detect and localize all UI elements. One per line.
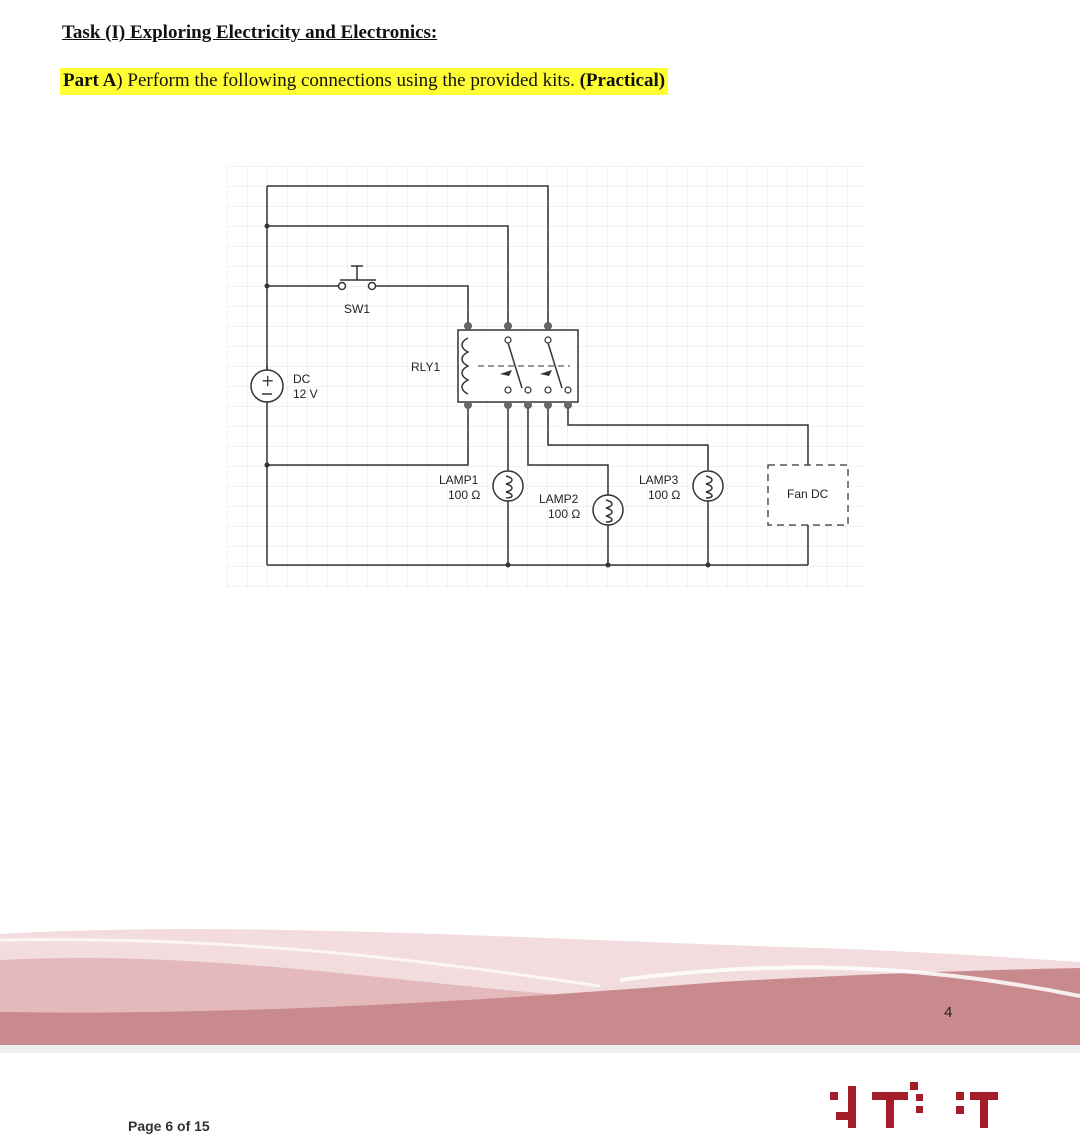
lamp1-name: LAMP1	[439, 473, 479, 487]
relay-symbol	[457, 322, 579, 409]
circuit-diagram: + DC 12 V SW1 RLY1 LA	[227, 166, 863, 588]
page-of-label: Page 6 of 15	[128, 1118, 210, 1134]
task-heading: Task (I) Exploring Electricity and Elect…	[62, 22, 438, 43]
lamp3-symbol	[692, 470, 724, 502]
dc-source-voltage: 12 V	[293, 387, 318, 401]
lamp2-symbol	[592, 494, 624, 526]
institution-logo	[830, 1082, 998, 1128]
relay-label: RLY1	[411, 360, 440, 374]
practical-tag: (Practical)	[579, 70, 666, 91]
lamp2-value: 100 Ω	[548, 507, 580, 521]
part-text: ) Perform the following connections usin…	[116, 70, 580, 91]
lamp1-value: 100 Ω	[448, 488, 480, 502]
dc-source-symbol: +	[250, 369, 284, 403]
fan-box	[767, 464, 849, 526]
part-a-instruction: Part A) Perform the following connection…	[60, 68, 669, 95]
dc-source-name: DC	[293, 372, 311, 386]
page-number: 4	[944, 1004, 953, 1021]
wire-junctions	[264, 223, 711, 568]
footer-wave	[0, 929, 1080, 1053]
lamp3-name: LAMP3	[639, 473, 679, 487]
push-switch-symbol	[337, 265, 377, 291]
part-label: Part A	[63, 70, 117, 91]
fan-label: Fan DC	[787, 487, 829, 501]
switch-label: SW1	[344, 302, 370, 316]
svg-text:+: +	[261, 371, 274, 390]
lamp3-value: 100 Ω	[648, 488, 680, 502]
lamp2-name: LAMP2	[539, 492, 579, 506]
lamp1-symbol	[492, 470, 524, 502]
